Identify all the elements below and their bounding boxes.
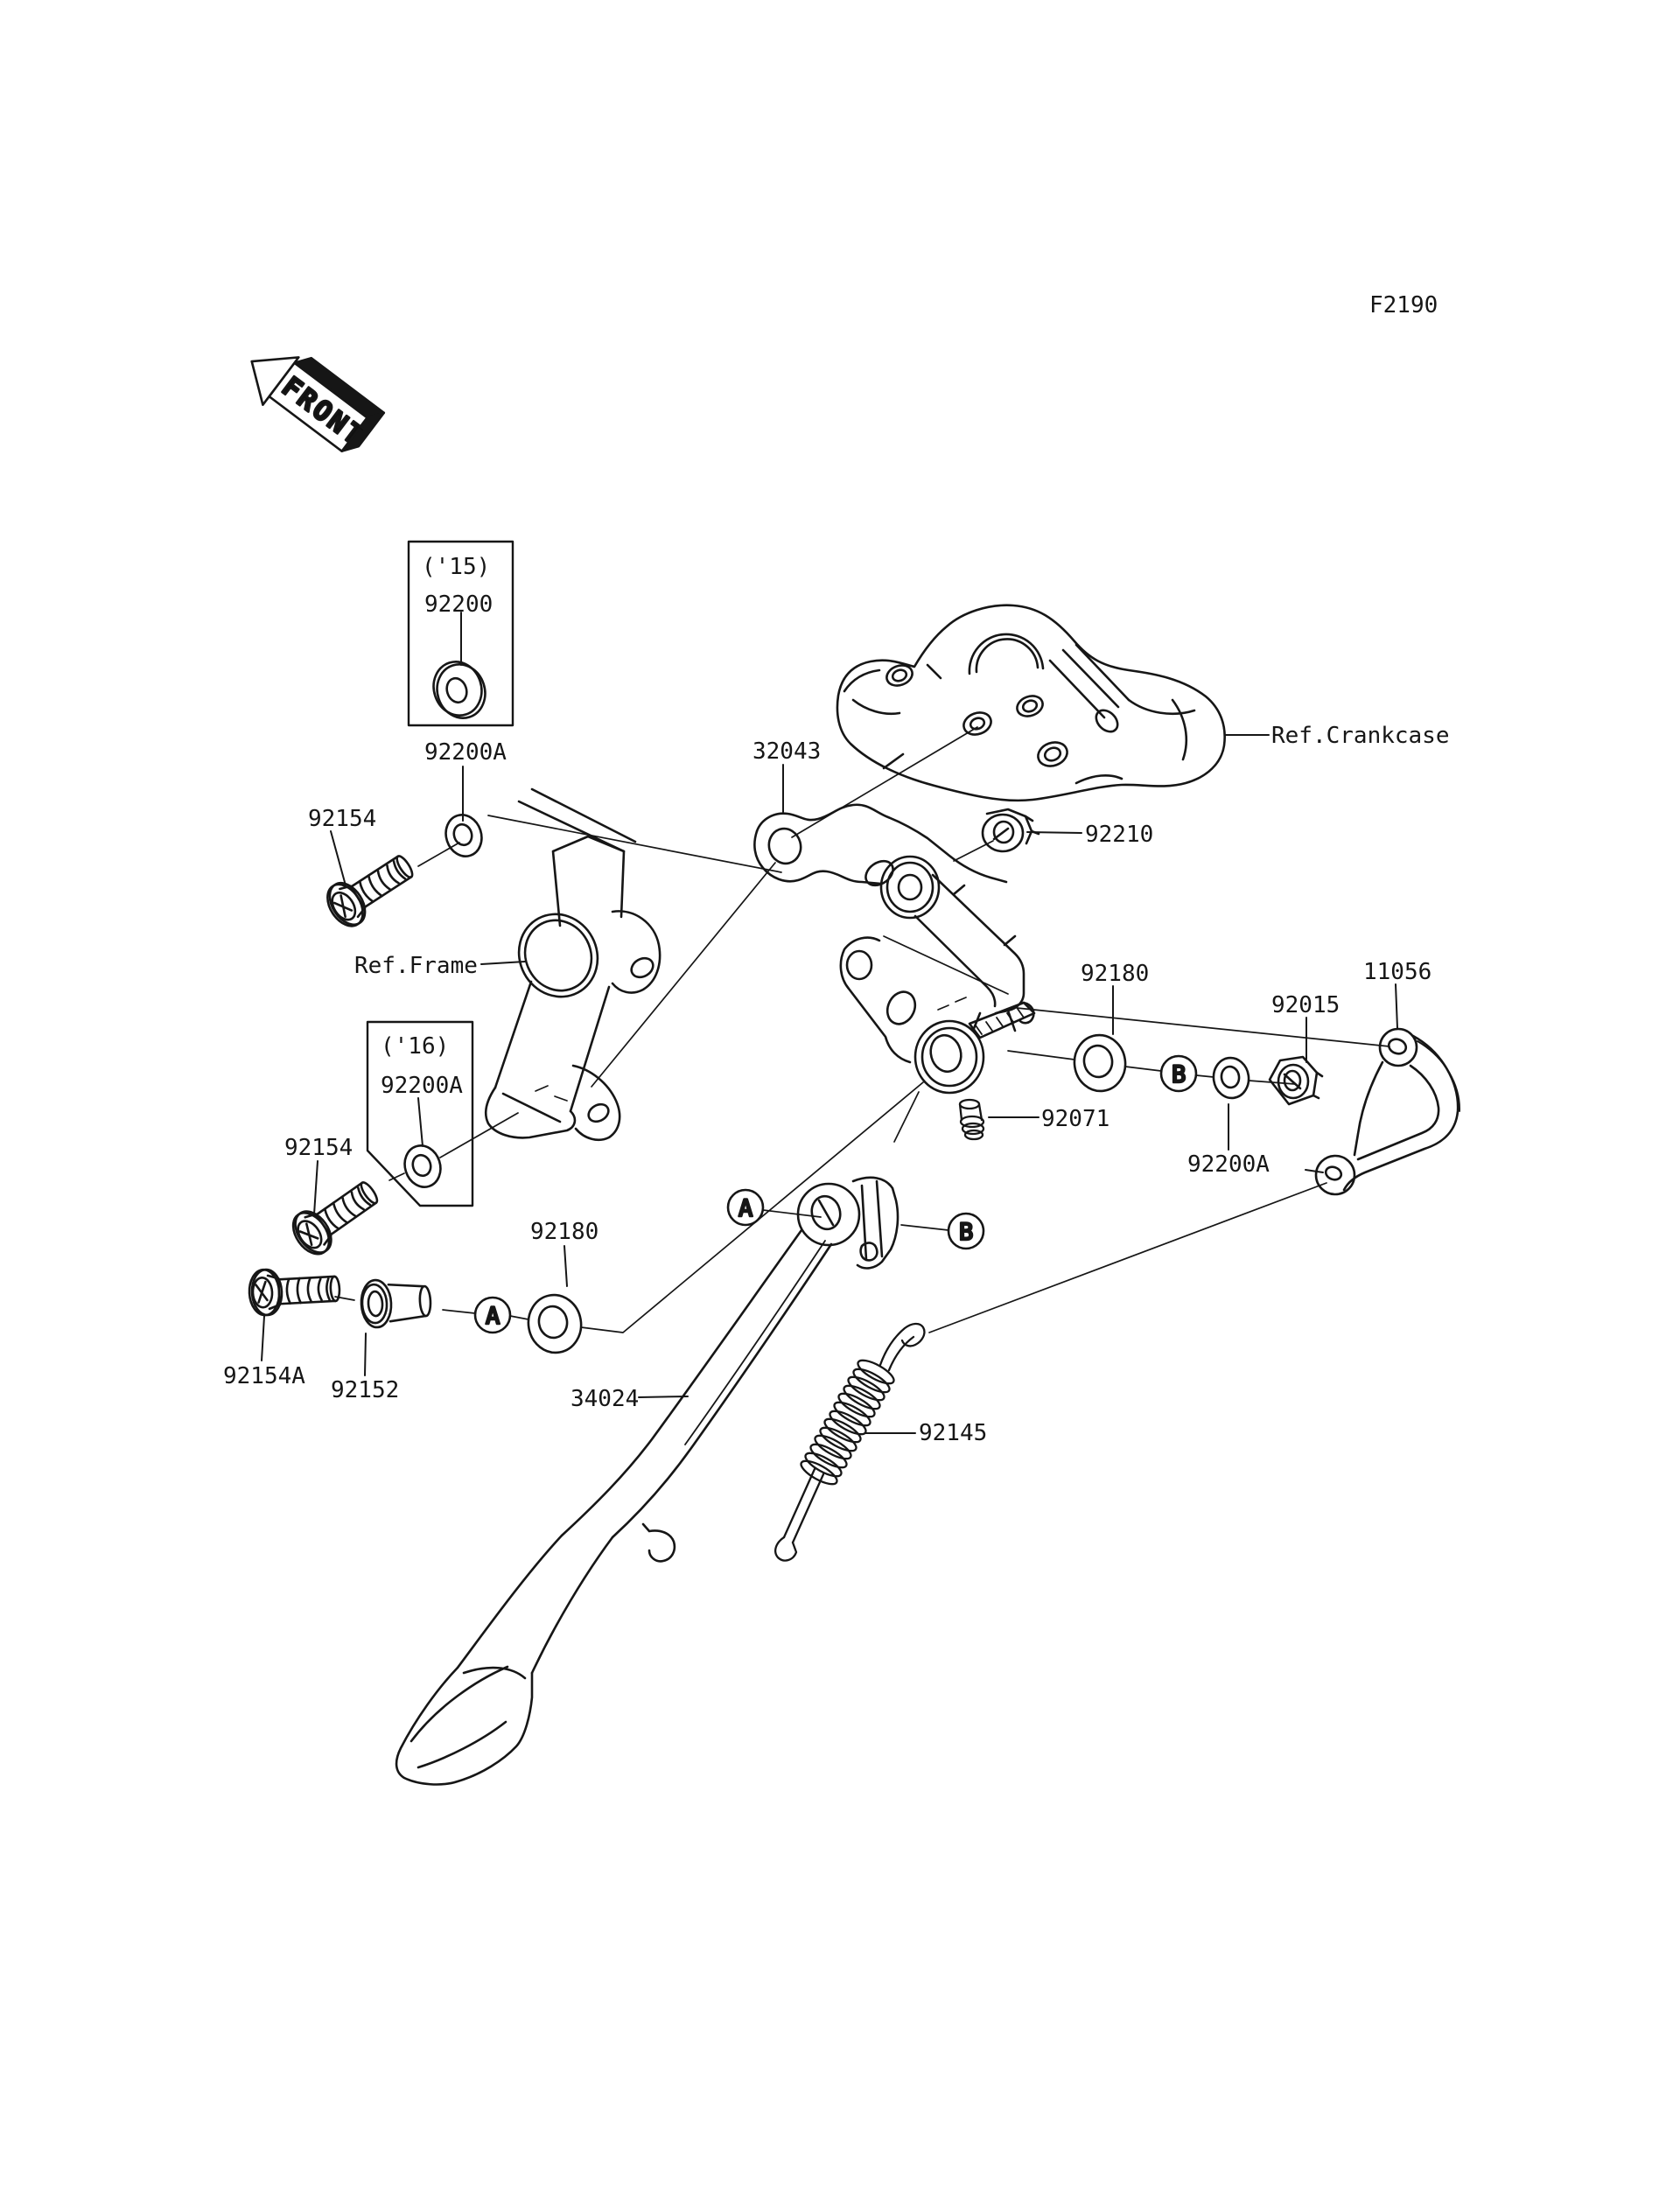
year-16-box — [366, 1020, 474, 1207]
callout-11056: 11056 — [1363, 959, 1432, 985]
front-direction-marker: FRONT — [250, 356, 386, 454]
callout-92210: 92210 — [1085, 822, 1154, 848]
bolt-92154a — [248, 1268, 341, 1317]
washer-92200 — [432, 661, 486, 719]
callout-92154-top: 92154 — [308, 806, 377, 832]
collar-92152 — [360, 1278, 432, 1329]
callout-92200: 92200 — [424, 591, 494, 618]
view-circle-b-right: B — [1159, 1054, 1198, 1093]
view-circle-a-left: A — [473, 1296, 512, 1334]
callout-92015: 92015 — [1271, 992, 1340, 1018]
spring-post-92071 — [958, 1098, 985, 1141]
view-circle-b-left: B — [947, 1212, 985, 1250]
view-b-right-label: B — [1172, 1061, 1186, 1088]
callout-32043: 32043 — [752, 738, 822, 765]
view-a-right-label: A — [738, 1195, 752, 1222]
bolt-92154-top — [326, 855, 414, 927]
leader-lines — [261, 612, 1398, 1434]
view-circle-a-right: A — [726, 1188, 765, 1227]
bolt-92154-mid — [291, 1181, 379, 1256]
callout-34024: 34024 — [570, 1386, 640, 1412]
view-a-left-label: A — [486, 1303, 500, 1330]
callout-92180-right: 92180 — [1081, 961, 1150, 987]
view-b-left-label: B — [959, 1219, 973, 1246]
year-15-box — [407, 540, 514, 727]
nut-92015 — [1268, 1055, 1324, 1106]
callout-ref-crankcase: Ref.Crankcase — [1271, 723, 1450, 749]
spring-drawing — [774, 1322, 926, 1562]
callout-92071: 92071 — [1041, 1106, 1110, 1132]
bracket-11056-drawing — [1314, 1027, 1460, 1196]
callout-92154-mid: 92154 — [284, 1135, 354, 1161]
callout-92200a-16: 92200A — [381, 1073, 463, 1099]
callout-92200a-top: 92200A — [424, 739, 507, 766]
frame-drawing — [484, 787, 662, 1141]
side-stand-drawing — [395, 1176, 900, 1786]
crankcase-drawing — [836, 604, 1226, 802]
washer-92200a-top — [444, 814, 483, 857]
callout-ref-frame: Ref.Frame — [354, 953, 478, 979]
washer-92180-right — [1073, 1033, 1127, 1093]
washer-92200a-right — [1212, 1056, 1250, 1100]
figure-code: F2190 — [1369, 292, 1438, 318]
callout-92145: 92145 — [919, 1420, 988, 1446]
washer-92180-left — [527, 1293, 583, 1354]
nut-92210 — [981, 808, 1040, 853]
callout-year-15: ('15) — [422, 554, 491, 580]
callout-92152: 92152 — [331, 1377, 400, 1403]
construction-lines — [334, 726, 1390, 1333]
washer-92200a-16 — [403, 1144, 442, 1188]
callout-year-16: ('16) — [381, 1033, 450, 1060]
callout-92154a: 92154A — [223, 1363, 305, 1389]
callout-92180-left: 92180 — [530, 1219, 599, 1245]
bracket-32043-drawing — [753, 803, 1026, 1032]
stand-pivot-boss-drawing — [839, 936, 1036, 1095]
callout-92200a-right: 92200A — [1187, 1151, 1270, 1178]
